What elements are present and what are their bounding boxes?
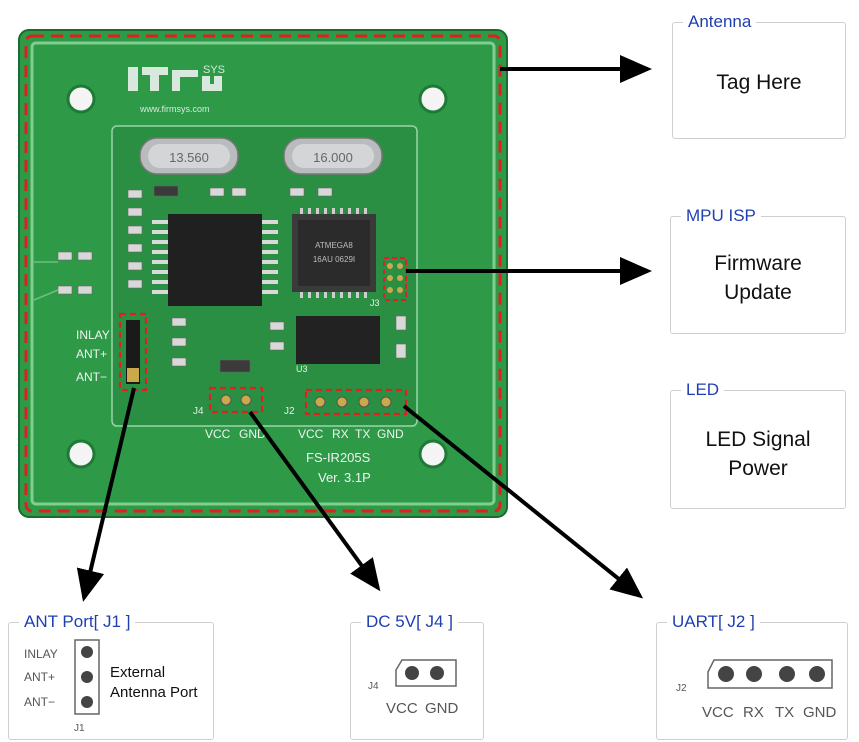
board-version-label: Ver. 3.1P [318, 470, 371, 485]
mounting-hole [418, 84, 448, 114]
rfid-chip [152, 214, 278, 306]
dc5v-callout: DC 5V[ J4 ] [350, 612, 484, 740]
board-inlay-label: INLAY [76, 328, 110, 342]
board-j2-vcc-label: VCC [298, 427, 324, 441]
firmsys-logo: SYS www.firmsys.com [128, 64, 225, 114]
arrow-ant-port [76, 387, 136, 602]
ant-port-detail: INLAY ANT+ ANT− J1 External Antenna Port [24, 639, 198, 734]
dc5v-gnd-label: GND [425, 700, 459, 717]
dc5v-callout-title: DC 5V[ J4 ] [361, 612, 458, 632]
ant-port-callout: ANT Port[ J1 ] [8, 612, 214, 740]
ant-port-desc-line1: External [110, 664, 165, 681]
arrows [76, 55, 652, 602]
reader-module: 13.560 16.000 ATMEGA8 [111, 125, 418, 427]
antenna-highlight [24, 34, 502, 513]
u3-label: U3 [296, 364, 308, 374]
arrow-uart [402, 404, 644, 599]
mpu-isp-callout-title: MPU ISP [681, 206, 761, 226]
uart-rx-label: RX [743, 704, 764, 721]
crystal-2-text: 16.000 [313, 150, 353, 165]
mcu-chip: ATMEGA8 16AU 0629I [292, 208, 376, 298]
board-j4-gnd-label: GND [239, 427, 266, 441]
pcb-board: SYS www.firmsys.com 13.560 16.000 [18, 29, 508, 518]
j4-label: J4 [193, 406, 204, 417]
led-callout: LED LED Signal Power [670, 380, 846, 509]
arrow-dc5v [248, 410, 381, 592]
j2-header [304, 388, 408, 416]
board-j2-tx-label: TX [355, 427, 370, 441]
mounting-hole [66, 84, 96, 114]
antenna-callout: Antenna Tag Here [672, 12, 846, 139]
dc5v-j4-label: J4 [368, 681, 379, 692]
led-callout-title: LED [681, 380, 725, 400]
uart-callout-title: UART[ J2 ] [667, 612, 760, 632]
board-ant-plus-label: ANT+ [76, 347, 107, 361]
ant-port-ant-minus-label: ANT− [24, 695, 55, 709]
mcu-chip-line1: ATMEGA8 [315, 241, 353, 250]
board-j4-vcc-label: VCC [205, 427, 231, 441]
mpu-isp-callout-line1: Firmware [714, 252, 802, 275]
ant-port-inlay-label: INLAY [24, 647, 58, 661]
uart-detail: J2 VCC RX TX GND [676, 659, 837, 721]
board-j2-rx-label: RX [332, 427, 349, 441]
ant-port-ant-plus-label: ANT+ [24, 670, 55, 684]
j2-label: J2 [284, 406, 295, 417]
antenna-callout-title: Antenna [683, 12, 757, 32]
board-j2-gnd-label: GND [377, 427, 404, 441]
board-model-label: FS-IR205S [306, 450, 371, 465]
dc5v-detail: J4 VCC GND [368, 659, 459, 717]
uart-j2-label: J2 [676, 683, 687, 694]
j4-header [208, 386, 264, 414]
uart-tx-label: TX [775, 704, 794, 721]
ant-port-desc-line2: Antenna Port [110, 684, 198, 701]
ant-port-j1-label: J1 [74, 723, 85, 734]
j3-label: J3 [370, 298, 380, 308]
isp-header [383, 257, 407, 301]
uart-vcc-label: VCC [702, 704, 734, 721]
mpu-isp-callout: MPU ISP Firmware Update [670, 206, 846, 334]
mounting-hole [66, 439, 96, 469]
uart-connector [707, 659, 833, 689]
logo-sys-text: SYS [203, 64, 225, 76]
smd-components [127, 185, 407, 373]
ant-port-callout-title: ANT Port[ J1 ] [19, 612, 136, 632]
mcu-chip-line2: 16AU 0629I [313, 255, 355, 264]
mounting-hole [418, 439, 448, 469]
dc5v-vcc-label: VCC [386, 700, 418, 717]
mpu-isp-callout-line2: Update [724, 281, 792, 304]
logo-url-text: www.firmsys.com [139, 104, 210, 114]
led-callout-line2: Power [728, 457, 788, 480]
crystal-1-text: 13.560 [169, 150, 209, 165]
led-callout-line1: LED Signal [705, 428, 811, 451]
uart-gnd-label: GND [803, 704, 837, 721]
antenna-callout-text: Tag Here [716, 71, 802, 94]
u3-chip [296, 316, 380, 364]
board-ant-minus-label: ANT− [76, 370, 107, 384]
